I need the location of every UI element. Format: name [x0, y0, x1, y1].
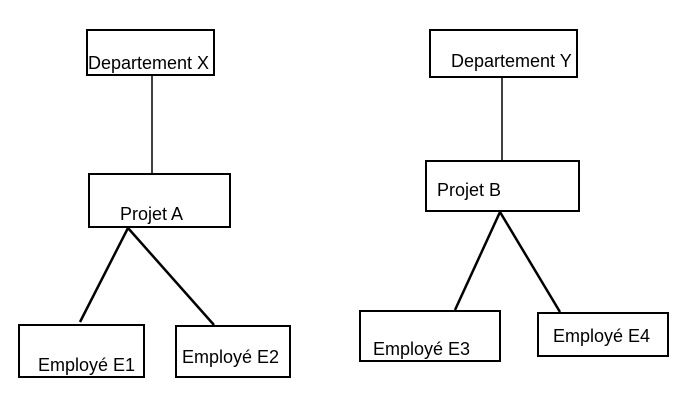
- departement-x-label: Departement X: [88, 53, 210, 73]
- departement-y-box: Departement Y: [429, 29, 578, 78]
- employe-e1-label: Employé E1: [38, 355, 136, 375]
- connector-projet-a-to-employe-e2: [127, 227, 215, 326]
- projet-b-box: Projet B: [425, 160, 580, 212]
- departement-x-box: Departement X: [86, 29, 215, 76]
- employe-e2-label: Employé E2: [182, 347, 280, 367]
- departement-y-label: Departement Y: [451, 51, 572, 71]
- projet-b-label: Projet B: [437, 180, 502, 200]
- employe-e2-box: Employé E2: [175, 325, 291, 378]
- employe-e3-label: Employé E3: [373, 339, 471, 359]
- projet-a-box: Projet A: [88, 173, 231, 228]
- connector-projet-b-to-employe-e3: [453, 211, 502, 311]
- employe-e3-box: Employé E3: [359, 310, 501, 362]
- connector-projet-b-to-employe-e4: [498, 211, 562, 313]
- projet-a-label: Projet A: [120, 204, 184, 224]
- employe-e4-label: Employé E4: [553, 326, 651, 346]
- employe-e1-box: Employé E1: [18, 324, 145, 378]
- employe-e4-box: Employé E4: [537, 312, 669, 357]
- connector-projet-a-to-employe-e1: [78, 227, 130, 323]
